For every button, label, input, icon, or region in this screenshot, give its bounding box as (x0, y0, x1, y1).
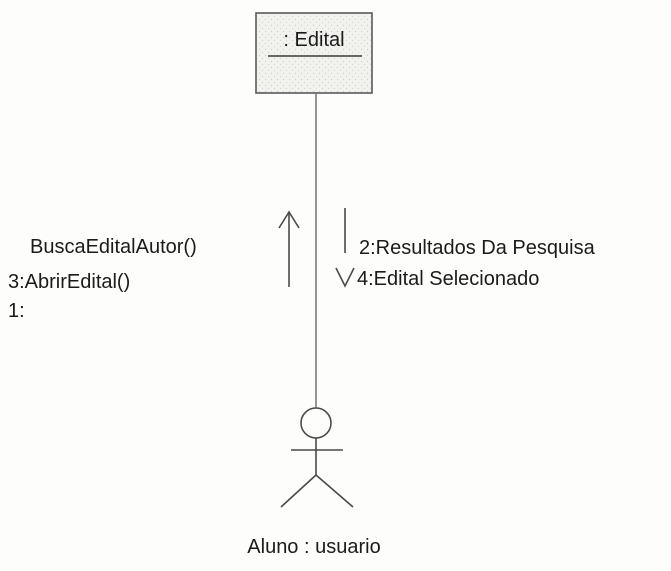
actor-label: Aluno : usuario (247, 536, 380, 558)
message-abrir-edital: 3:AbrirEdital() (8, 271, 130, 293)
message-busca-edital-autor: BuscaEditalAutor() (30, 236, 197, 258)
actor-right-leg (315, 474, 354, 508)
message-edital-selecionado: 4:Edital Selecionado (357, 268, 539, 290)
edital-object-label: : Edital (283, 29, 344, 51)
actor-left-leg (280, 474, 317, 508)
stick-figure-icon[interactable] (280, 407, 354, 508)
arrow-down-icon (335, 208, 355, 288)
edital-object-box (255, 12, 373, 94)
message-resultados-da-pesquisa: 2:Resultados Da Pesquisa (359, 237, 596, 259)
message-sequence-1: 1: (8, 300, 25, 322)
arrow-up-icon (278, 210, 300, 287)
edital-object[interactable]: : Edital (255, 12, 373, 94)
actor-head (300, 407, 332, 439)
